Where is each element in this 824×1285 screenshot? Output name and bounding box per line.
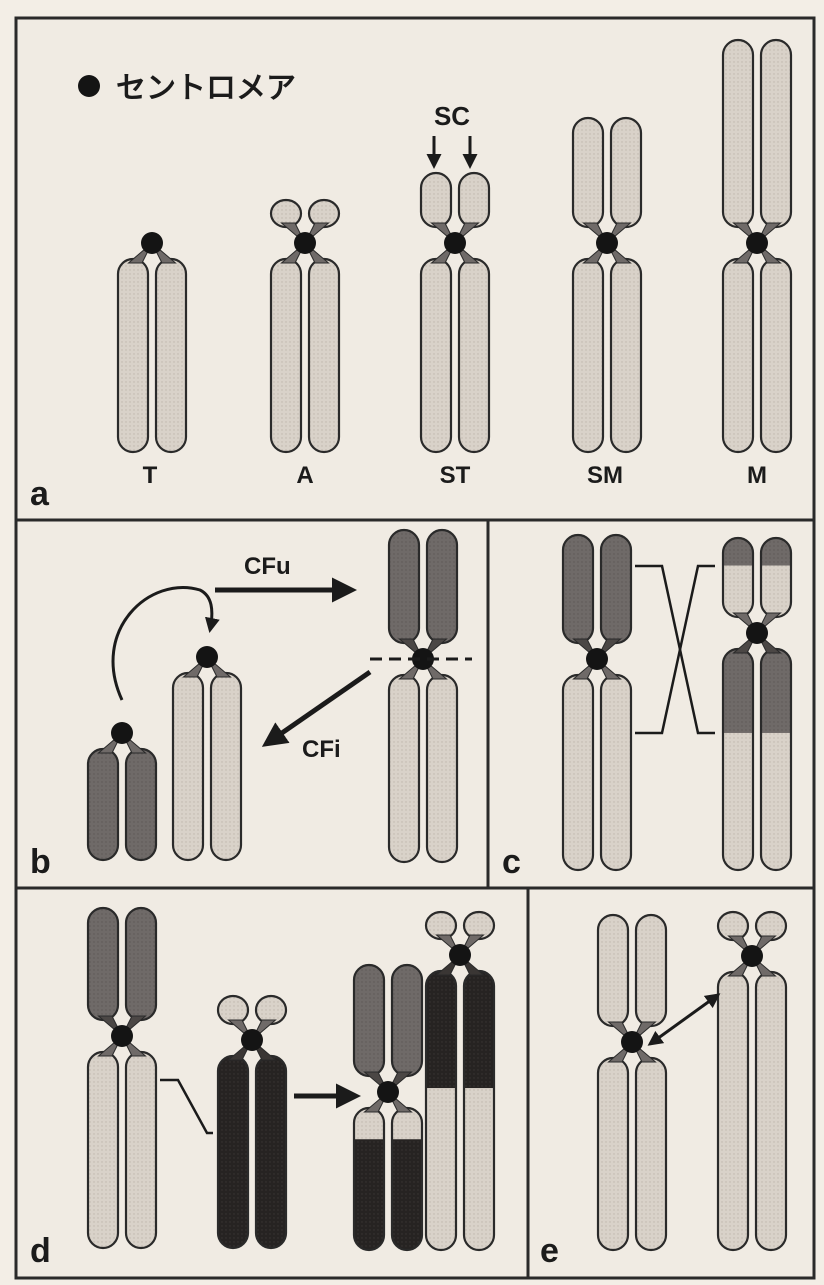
label-acrocentric: A [296, 462, 313, 489]
chromosome-d-dark-q-arm-right [256, 1056, 286, 1248]
chromosome-b-light-q-arm-right [211, 673, 241, 860]
chromosome-d-right-centromere [449, 944, 471, 966]
chromosome-d-hybrid-q-arm-right [392, 1108, 422, 1250]
chromosome-submetacentric-q-arm-left [573, 259, 603, 452]
chromosome-c-left-centromere [586, 648, 608, 670]
chromosome-d-hybrid-centromere [377, 1081, 399, 1103]
chromosome-e-right-q-arm-left [718, 972, 748, 1250]
panel-letter-b: b [30, 843, 51, 881]
chromosome-acrocentric-q-arm-left [271, 259, 301, 452]
chromosome-d-hybrid-p-arm-left [354, 965, 384, 1076]
panel-letter-e: e [540, 1232, 559, 1270]
chromosome-d-right-q-arm-right [464, 971, 494, 1250]
chromosome-metacentric-q-arm-left [723, 259, 753, 452]
fusion-label: CFu [244, 553, 291, 580]
chromosome-subtelocentric-q-arm-left [421, 259, 451, 452]
chromosome-d-left-q-arm-left [88, 1052, 118, 1248]
chromosome-b-fused-p-arm-left [389, 530, 419, 643]
chromosome-c-right-q-arm-right [761, 649, 791, 870]
label-satellite: SC [434, 101, 470, 131]
chromosome-b-light-q-arm-left [173, 673, 203, 860]
label-subtelocentric: ST [440, 462, 471, 489]
chromosome-e-right-centromere [741, 945, 763, 967]
chromosome-c-right-centromere [746, 622, 768, 644]
chromosome-d-hybrid-p-arm-right [392, 965, 422, 1076]
chromosome-d-dark-q-arm-left [218, 1056, 248, 1248]
chromosome-d-right-q-arm-left [426, 971, 456, 1250]
chromosome-c-left-q-arm-left [563, 675, 593, 870]
label-submetacentric: SM [587, 462, 623, 489]
chromosome-d-left-q-arm-right [126, 1052, 156, 1248]
panel-letter-a: a [30, 475, 50, 513]
chromosome-subtelocentric-q-arm-right [459, 259, 489, 452]
centromere-legend-dot [78, 75, 100, 97]
chromosome-d-hybrid-q-arm-left [354, 1108, 384, 1250]
chromosome-submetacentric-p-arm-right [611, 118, 641, 227]
chromosome-e-left-p-arm-right [636, 915, 666, 1026]
centromere-legend-label: セントロメア [116, 71, 296, 106]
chromosome-acrocentric-q-arm-right [309, 259, 339, 452]
chromosome-b-small-dark-q-arm-left [88, 749, 118, 860]
chromosome-b-fused-q-arm-right [427, 675, 457, 862]
fission-label: CFi [302, 736, 341, 763]
chromosome-submetacentric-centromere [596, 232, 618, 254]
chromosome-d-left-p-arm-left [88, 908, 118, 1020]
label-metacentric: M [747, 462, 767, 489]
chromosome-d-left-centromere [111, 1025, 133, 1047]
chromosome-telocentric-q-arm-right [156, 259, 186, 452]
chromosome-b-fused-p-arm-right [427, 530, 457, 643]
chromosome-metacentric-q-arm-right [761, 259, 791, 452]
chromosome-b-small-dark-q-arm-right [126, 749, 156, 860]
chromosome-e-left-centromere [621, 1031, 643, 1053]
chromosome-e-right-q-arm-right [756, 972, 786, 1250]
panel-letter-d: d [30, 1232, 51, 1270]
chromosome-c-left-p-arm-right [601, 535, 631, 643]
chromosome-d-left-p-arm-right [126, 908, 156, 1020]
chromosome-b-fused-q-arm-left [389, 675, 419, 862]
chromosome-c-right-p-arm-left [723, 538, 753, 617]
chromosome-b-light-centromere [196, 646, 218, 668]
chromosome-d-dark-centromere [241, 1029, 263, 1051]
chromosome-metacentric-p-arm-left [723, 40, 753, 227]
chromosome-c-right-q-arm-left [723, 649, 753, 870]
chromosome-e-left-q-arm-left [598, 1058, 628, 1250]
chromosome-c-right-p-arm-right [761, 538, 791, 617]
chromosome-c-left-q-arm-right [601, 675, 631, 870]
chromosome-c-left-p-arm-left [563, 535, 593, 643]
chromosome-e-left-p-arm-left [598, 915, 628, 1026]
chromosome-metacentric-p-arm-right [761, 40, 791, 227]
chromosome-metacentric-centromere [746, 232, 768, 254]
chromosome-submetacentric-q-arm-right [611, 259, 641, 452]
chromosome-b-small-dark-centromere [111, 722, 133, 744]
chromosome-telocentric-q-arm-left [118, 259, 148, 452]
chromosome-e-left-q-arm-right [636, 1058, 666, 1250]
chromosome-subtelocentric-centromere [444, 232, 466, 254]
chromosome-submetacentric-p-arm-left [573, 118, 603, 227]
label-telocentric: T [143, 462, 158, 489]
chromosome-subtelocentric-p-arm-right [459, 173, 489, 227]
panel-letter-c: c [502, 843, 521, 881]
chromosome-acrocentric-centromere [294, 232, 316, 254]
chromosome-telocentric-centromere [141, 232, 163, 254]
chromosome-subtelocentric-p-arm-left [421, 173, 451, 227]
